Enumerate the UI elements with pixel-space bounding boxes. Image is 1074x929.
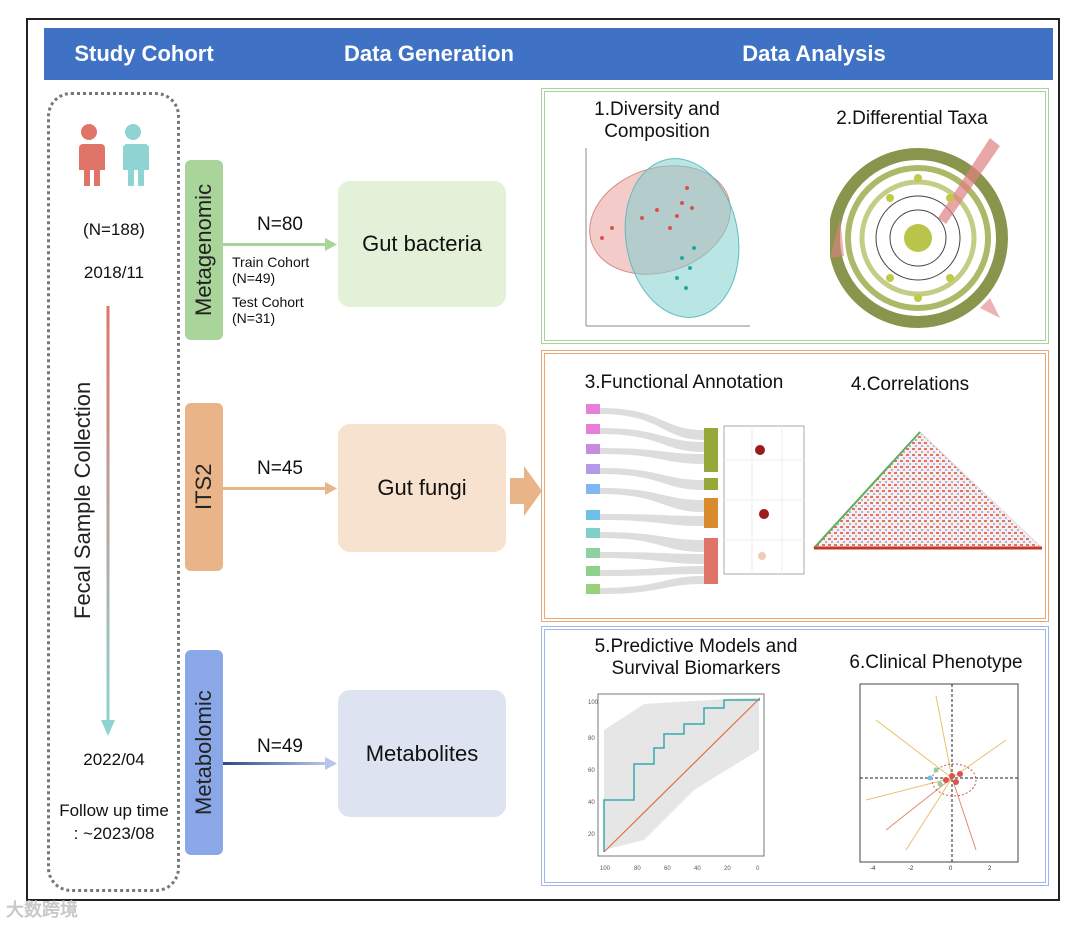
header-bar: Study Cohort Data Generation Data Analys… bbox=[44, 28, 1053, 80]
svg-text:60: 60 bbox=[664, 866, 671, 872]
svg-text:80: 80 bbox=[588, 736, 595, 742]
panel-functional-correlations bbox=[541, 350, 1049, 622]
metabolites-box: Metabolites bbox=[338, 690, 506, 817]
test-cohort-label: Test Cohort bbox=[232, 294, 304, 310]
svg-text:-4: -4 bbox=[870, 866, 876, 872]
svg-text:40: 40 bbox=[588, 800, 595, 806]
followup-time: Follow up time : ~2023/08 bbox=[59, 801, 169, 843]
metabolomic-arrow bbox=[223, 757, 337, 770]
svg-text:100: 100 bbox=[600, 866, 611, 872]
people-icon bbox=[77, 124, 149, 186]
analysis-arrow bbox=[510, 466, 542, 516]
correlation-triangle bbox=[812, 431, 1044, 550]
fecal-sample-collection-label: Fecal Sample Collection bbox=[70, 381, 95, 619]
its2-n: N=45 bbox=[257, 458, 303, 479]
watermark: 大数跨境 bbox=[6, 900, 78, 920]
header-data-generation: Data Generation bbox=[344, 41, 514, 66]
svg-text:80: 80 bbox=[634, 866, 641, 872]
metagenomic-n: N=80 bbox=[257, 214, 303, 235]
panel-models-phenotype bbox=[541, 626, 1049, 886]
pcoa-plot bbox=[585, 148, 750, 327]
panel-5-title: 5.Predictive Models and Survival Biomark… bbox=[594, 636, 798, 679]
gut-bacteria-box: Gut bacteria bbox=[338, 181, 506, 307]
panel-3-title: 3.Functional Annotation bbox=[584, 372, 784, 393]
cohort-start-date: 2018/11 bbox=[83, 263, 145, 282]
metagenomic-tag: Metagenomic bbox=[185, 160, 223, 340]
svg-text:0: 0 bbox=[756, 866, 760, 872]
cohort-end-date: 2022/04 bbox=[83, 750, 145, 769]
biplot-phenotype: -4 -2 0 2 bbox=[859, 683, 1019, 872]
train-cohort-n: (N=49) bbox=[232, 270, 276, 286]
sankey-plot bbox=[586, 404, 805, 594]
roc-curve-plot: 100 80 60 40 20 100 80 60 40 20 0 bbox=[588, 693, 765, 872]
svg-text:40: 40 bbox=[694, 866, 701, 872]
metagenomic-arrow bbox=[223, 238, 337, 251]
svg-text:60: 60 bbox=[588, 768, 595, 774]
panel-4-title: 4.Correlations bbox=[850, 374, 970, 395]
svg-text:20: 20 bbox=[724, 866, 731, 872]
panel-diversity-taxa bbox=[541, 88, 1049, 344]
svg-text:-2: -2 bbox=[908, 866, 914, 872]
panel-1-title: 1.Diversity and Composition bbox=[594, 99, 720, 142]
study-cohort-box bbox=[47, 92, 180, 892]
test-cohort-n: (N=31) bbox=[232, 310, 276, 326]
timeline-arrow bbox=[101, 306, 115, 736]
its2-arrow bbox=[223, 482, 337, 495]
train-cohort-label: Train Cohort bbox=[232, 254, 310, 270]
svg-text:2: 2 bbox=[988, 866, 992, 872]
metabolomic-label: Metabolomic bbox=[191, 690, 216, 815]
its2-tag: ITS2 bbox=[185, 403, 223, 571]
gut-fungi-box: Gut fungi bbox=[338, 424, 506, 552]
its2-label: ITS2 bbox=[191, 463, 216, 511]
panel-2-title: 2.Differential Taxa bbox=[836, 108, 988, 129]
metagenomic-label: Metagenomic bbox=[191, 183, 216, 317]
metabolomic-tag: Metabolomic bbox=[185, 650, 223, 855]
panel-6-title: 6.Clinical Phenotype bbox=[849, 652, 1023, 673]
svg-text:20: 20 bbox=[588, 832, 595, 838]
header-data-analysis: Data Analysis bbox=[742, 41, 886, 66]
cladogram-plot bbox=[830, 138, 1008, 328]
cohort-n: (N=188) bbox=[83, 220, 145, 239]
svg-text:0: 0 bbox=[949, 866, 953, 872]
metabolomic-n: N=49 bbox=[257, 736, 303, 757]
svg-text:100: 100 bbox=[588, 700, 599, 706]
outer-frame bbox=[26, 18, 1060, 901]
header-study-cohort: Study Cohort bbox=[74, 41, 214, 66]
